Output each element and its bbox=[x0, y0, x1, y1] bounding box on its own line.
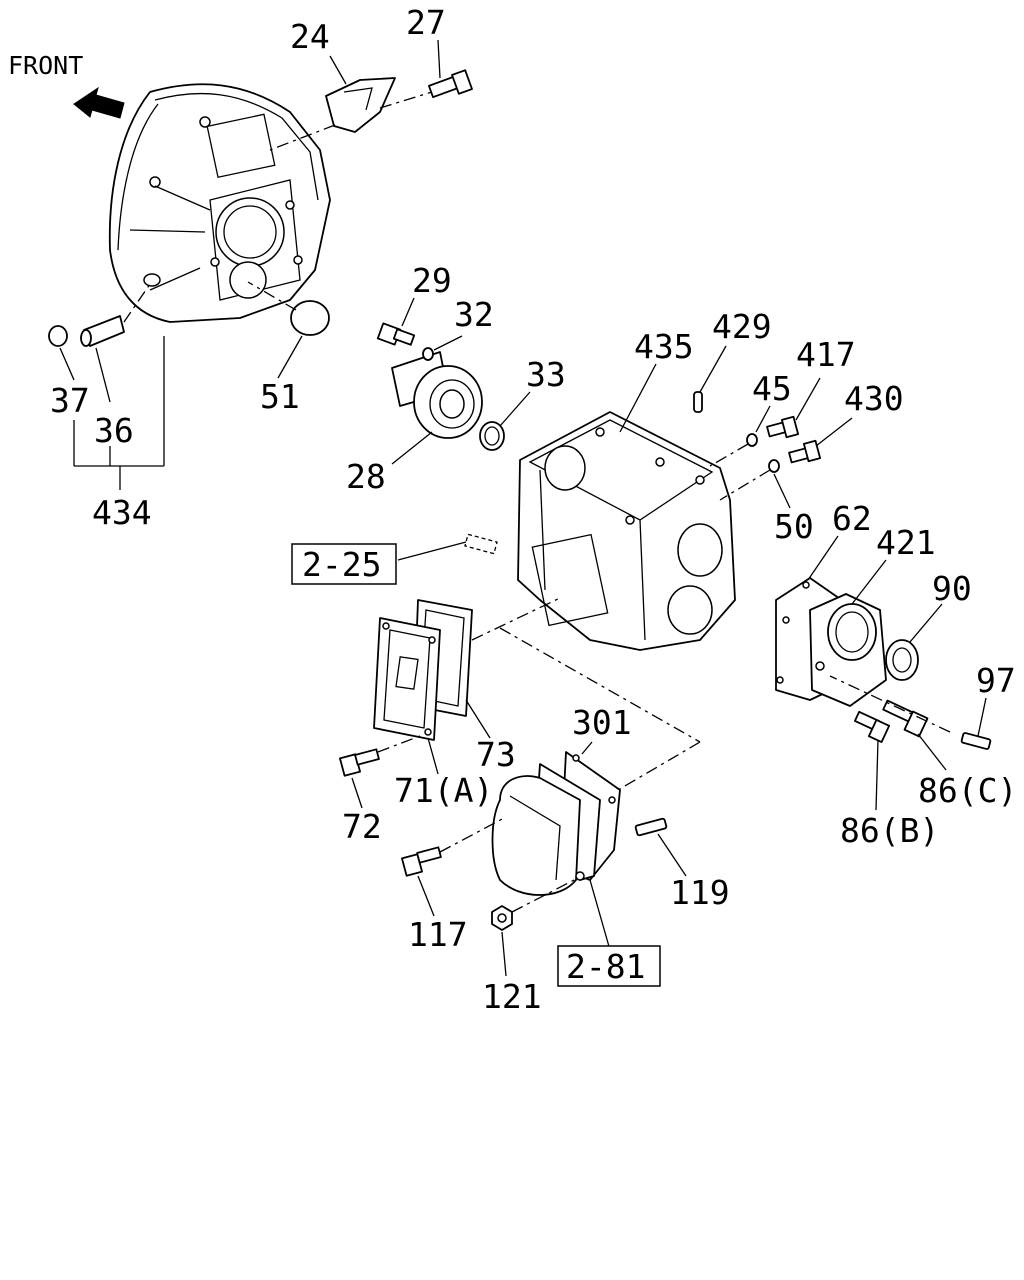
callout-430: 430 bbox=[844, 379, 904, 418]
centerline bbox=[439, 817, 505, 853]
plug-51 bbox=[290, 300, 330, 336]
reference-box-2-25[interactable] bbox=[291, 543, 397, 585]
callout-29: 29 bbox=[412, 261, 452, 300]
bolt-417 bbox=[766, 415, 800, 439]
stud-97 bbox=[960, 732, 992, 750]
callout-32: 32 bbox=[454, 295, 494, 334]
centerline bbox=[709, 443, 749, 467]
callout-435: 435 bbox=[634, 327, 694, 366]
pin-dashed bbox=[464, 533, 498, 555]
reference-box-2-81[interactable] bbox=[557, 945, 661, 987]
transmission-case-435 bbox=[517, 411, 736, 651]
o-ring-32 bbox=[422, 347, 434, 361]
callout-72: 72 bbox=[342, 807, 382, 846]
flywheel-housing bbox=[108, 83, 331, 323]
callout-62: 62 bbox=[832, 499, 872, 538]
callout-90: 90 bbox=[932, 569, 972, 608]
nut-121 bbox=[491, 905, 513, 931]
callout-28: 28 bbox=[346, 457, 386, 496]
callout-71a: 71(A) bbox=[394, 771, 493, 810]
callout-429: 429 bbox=[712, 307, 772, 346]
centerline bbox=[829, 675, 951, 733]
callout-301: 301 bbox=[572, 703, 632, 742]
callout-417: 417 bbox=[796, 335, 856, 374]
centerline bbox=[719, 469, 771, 501]
cap-37 bbox=[48, 325, 68, 347]
reference-2-81: 2-81 bbox=[566, 947, 645, 986]
centerline bbox=[247, 281, 297, 311]
callout-50: 50 bbox=[774, 507, 814, 546]
bracket-24 bbox=[325, 77, 396, 133]
bolt-86c bbox=[882, 699, 929, 738]
bolt-29 bbox=[376, 322, 416, 346]
callout-119: 119 bbox=[670, 873, 730, 912]
callout-121: 121 bbox=[482, 977, 542, 1016]
reference-2-25: 2-25 bbox=[302, 545, 381, 584]
callout-33: 33 bbox=[526, 355, 566, 394]
pin-429 bbox=[693, 391, 703, 413]
o-ring-45 bbox=[746, 433, 758, 447]
centerline bbox=[511, 877, 579, 913]
centerline bbox=[123, 283, 151, 323]
callout-86b: 86(B) bbox=[840, 811, 939, 850]
pto-cover-301 bbox=[491, 751, 621, 896]
callout-421: 421 bbox=[876, 523, 936, 562]
bearing-retainer-28 bbox=[391, 351, 483, 439]
centerline bbox=[379, 91, 433, 109]
callout-37: 37 bbox=[50, 381, 90, 420]
callout-434: 434 bbox=[92, 493, 152, 532]
bolt-117 bbox=[401, 846, 442, 877]
stud-119 bbox=[634, 817, 668, 837]
callout-45: 45 bbox=[752, 369, 792, 408]
cover-71a bbox=[373, 617, 441, 741]
leader-lines bbox=[59, 39, 987, 977]
centerline bbox=[377, 735, 421, 753]
front-arrow-icon bbox=[73, 86, 125, 119]
bolt-86b bbox=[854, 710, 891, 744]
bearing-33 bbox=[479, 421, 505, 451]
callout-117: 117 bbox=[408, 915, 468, 954]
callout-86c: 86(C) bbox=[918, 771, 1017, 810]
callout-73: 73 bbox=[476, 735, 516, 774]
callout-51: 51 bbox=[260, 377, 300, 416]
seal-90 bbox=[885, 639, 919, 681]
housing-421 bbox=[809, 593, 887, 707]
centerline bbox=[617, 741, 701, 791]
dowel-36 bbox=[80, 315, 125, 347]
callout-36: 36 bbox=[94, 411, 134, 450]
callout-24: 24 bbox=[290, 17, 330, 56]
callout-27: 27 bbox=[406, 3, 446, 42]
centerline bbox=[269, 124, 336, 151]
callout-97: 97 bbox=[976, 661, 1016, 700]
bolt-430 bbox=[788, 439, 822, 464]
bolt-72 bbox=[339, 748, 380, 777]
bolt-27 bbox=[428, 69, 473, 99]
centerline bbox=[471, 597, 561, 641]
front-label: FRONT bbox=[8, 51, 83, 80]
o-ring-50 bbox=[768, 459, 780, 473]
